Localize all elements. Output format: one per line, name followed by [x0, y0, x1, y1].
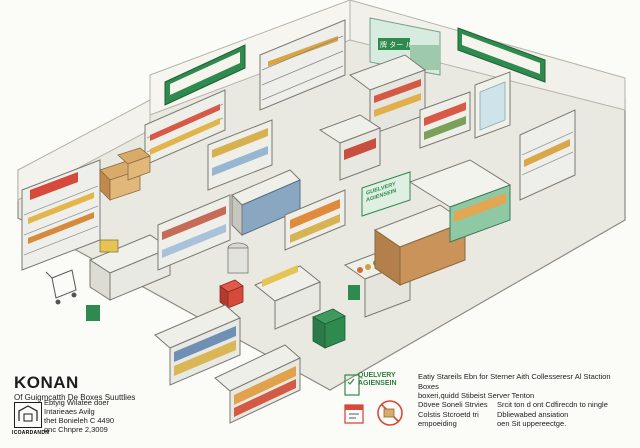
legend-line1: Eatiy Stareils Ebn for Sterner Aith Coll…: [418, 372, 611, 391]
green-sign-counter: [86, 305, 100, 321]
checkout-counter-left: [88, 234, 172, 301]
calendar-icon: [344, 402, 364, 429]
cardboard-boxes: [99, 147, 151, 201]
shelf-far-left: [21, 159, 101, 271]
shelf-right-wall: [519, 109, 576, 201]
window-banner-text: 牌 ター ル: [380, 40, 412, 49]
deli-case: [408, 159, 512, 243]
legend-mid-line: Colstis Stcroetd tri: [418, 409, 479, 419]
legend-mid-line: empoeiding: [418, 419, 457, 428]
brand-body-line: Ebtyig Wilatee doer: [44, 398, 110, 407]
legend-tag-line: AGIENSEIN: [358, 380, 397, 387]
shelf-center-lower: [254, 265, 321, 330]
shelf-center-left: [207, 119, 273, 191]
checklist-icon: [344, 374, 360, 401]
legend-line2: boxeri,quidd Stibeist Server Tenton: [418, 391, 535, 400]
brand-body-line: Intarieaes Avilg: [44, 407, 95, 416]
legend-mid: Dövee Soneli Strvies Colstis Stcroetd tr…: [418, 400, 493, 429]
green-sign-top-left: [164, 44, 246, 106]
red-vending-machine: [219, 279, 244, 309]
back-shelf-left: [259, 19, 346, 111]
brand-logo-icon: [14, 402, 42, 428]
legend-mid-line: Dövee Soneli Strvies: [418, 400, 488, 409]
legend-text: Eatiy Stareils Ebn for Sterner Aith Coll…: [418, 372, 633, 401]
brand-body-line: onc Chnpre 2,3009: [44, 425, 108, 434]
green-sign-top-right: [457, 27, 546, 83]
shelf-right-center: [419, 91, 471, 149]
brand-body: Ebtyig Wilatee doer Intarieaes Avilg the…: [44, 398, 154, 434]
brand-body-line: thet Bonieleh C 4490: [44, 416, 115, 425]
brand-title: KONAN: [14, 373, 79, 392]
legend-right-line: Srcit ton d ont Cdfirecdn to ningle: [497, 400, 608, 409]
legend-right-line: oen Sit uppereectge.: [497, 419, 567, 428]
legend-tag: QUELVERY AGIENSEIN: [358, 372, 397, 388]
brand-block: KONAN Of Guigmcatth De Boxes Suuttlies: [14, 374, 164, 403]
shelf-back-center: [348, 54, 427, 136]
shelf-bottom-left: [154, 304, 241, 386]
legend-right-line: Dbliewabed ansiation: [497, 409, 569, 419]
fresh-sign: [361, 171, 411, 217]
shelf-center-blue: [231, 169, 301, 237]
shelf-mid-left: [157, 194, 231, 271]
legend-right: Srcit ton d ont Cdfirecdn to ningle Dbli…: [497, 400, 627, 429]
shelf-center-orange: [284, 189, 346, 251]
cooler-machine: [227, 242, 249, 274]
fridge-right: [474, 71, 511, 139]
brand-logo-label: ICOARDANDN: [12, 430, 50, 436]
shelf-bottom-center: [214, 344, 301, 424]
no-box-icon: [374, 398, 406, 433]
legend-tag-line: QUELVERY: [358, 372, 396, 379]
shelf-center-red-items: [318, 114, 382, 181]
green-bin: [312, 308, 346, 349]
shopping-cart: [45, 269, 77, 305]
brand-subtitle: Of Guigmcatth De Boxes Suuttlies: [14, 393, 136, 402]
